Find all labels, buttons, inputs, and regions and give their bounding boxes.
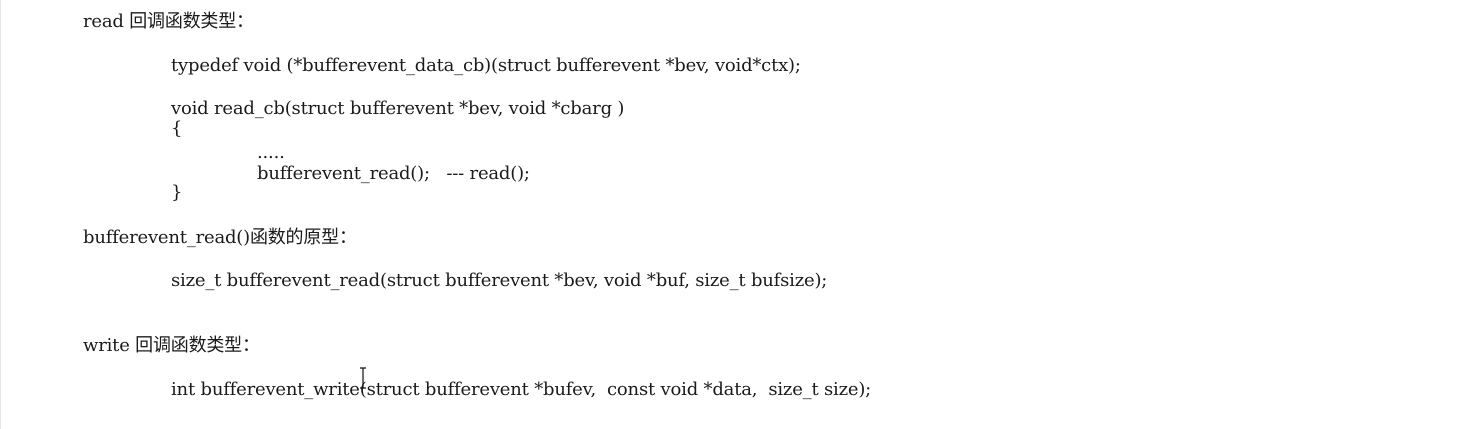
ellipsis-line: ..... bbox=[257, 142, 285, 163]
open-brace: { bbox=[171, 118, 183, 139]
read-prototype-heading: bufferevent_read()函数的原型： bbox=[83, 227, 357, 248]
text-cursor-icon bbox=[360, 367, 366, 389]
read-call-line: bufferevent_read(); --- read(); bbox=[257, 163, 530, 184]
write-callback-heading: write 回调函数类型： bbox=[83, 335, 260, 356]
read-cb-signature: void read_cb(struct bufferevent *bev, vo… bbox=[171, 98, 625, 119]
close-brace: } bbox=[171, 182, 183, 203]
read-callback-heading: read 回调函数类型： bbox=[83, 11, 254, 32]
read-prototype-line: size_t bufferevent_read(struct buffereve… bbox=[171, 270, 828, 291]
typedef-line: typedef void (*bufferevent_data_cb)(stru… bbox=[171, 55, 801, 76]
write-prototype-line: int bufferevent_write(struct bufferevent… bbox=[171, 379, 872, 400]
